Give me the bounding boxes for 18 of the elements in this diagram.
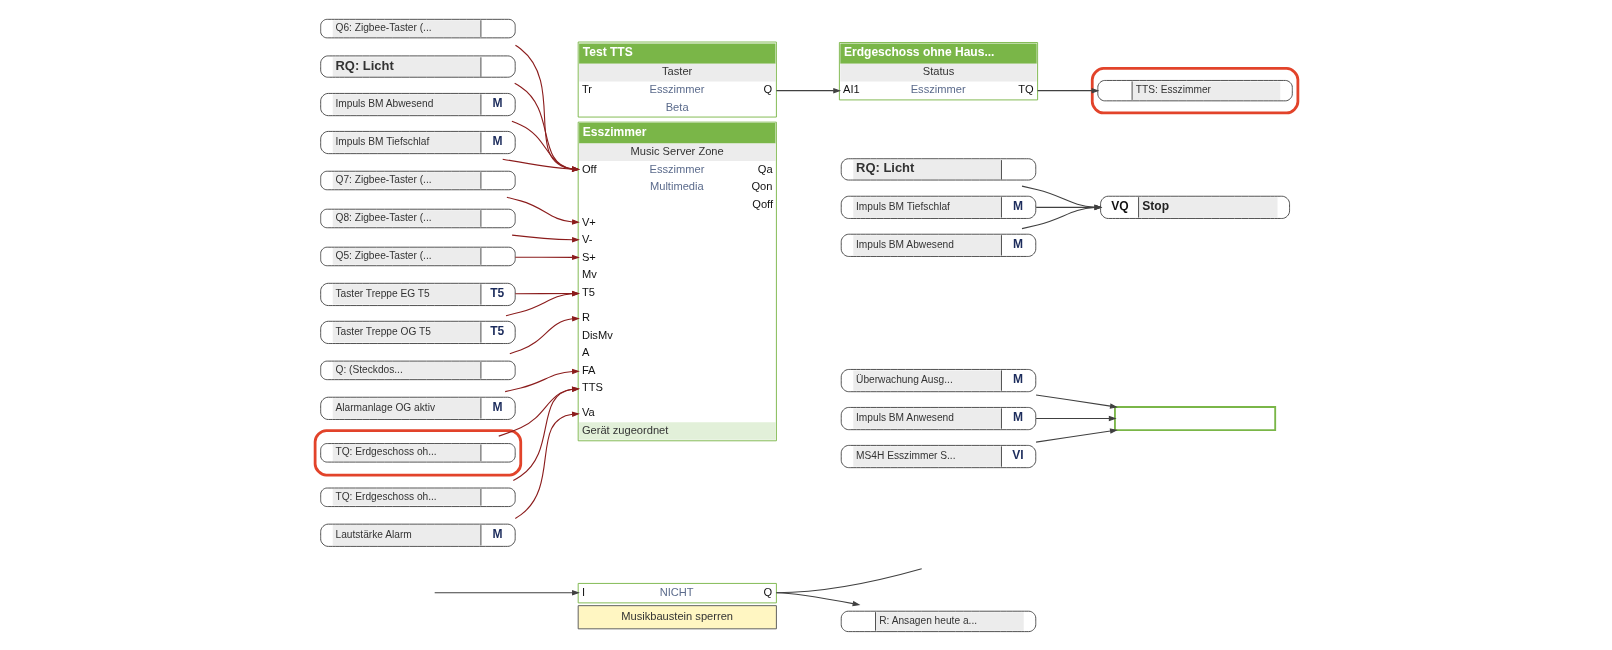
arrow [514, 44, 580, 172]
arrow [513, 82, 580, 172]
arrow [504, 291, 580, 317]
arrow [514, 254, 580, 261]
arrow [1035, 394, 1118, 409]
cluster [313, 429, 522, 477]
node-box [1113, 406, 1276, 432]
arrow [1035, 428, 1118, 443]
arrow [514, 290, 580, 297]
arrow [512, 386, 580, 482]
arrow [775, 592, 860, 607]
arrow [510, 120, 580, 172]
arrow [775, 87, 841, 94]
arrow [1035, 415, 1117, 422]
arrow [433, 589, 580, 596]
arrow [511, 234, 580, 243]
arrow [1036, 87, 1099, 94]
arrow [514, 411, 580, 520]
